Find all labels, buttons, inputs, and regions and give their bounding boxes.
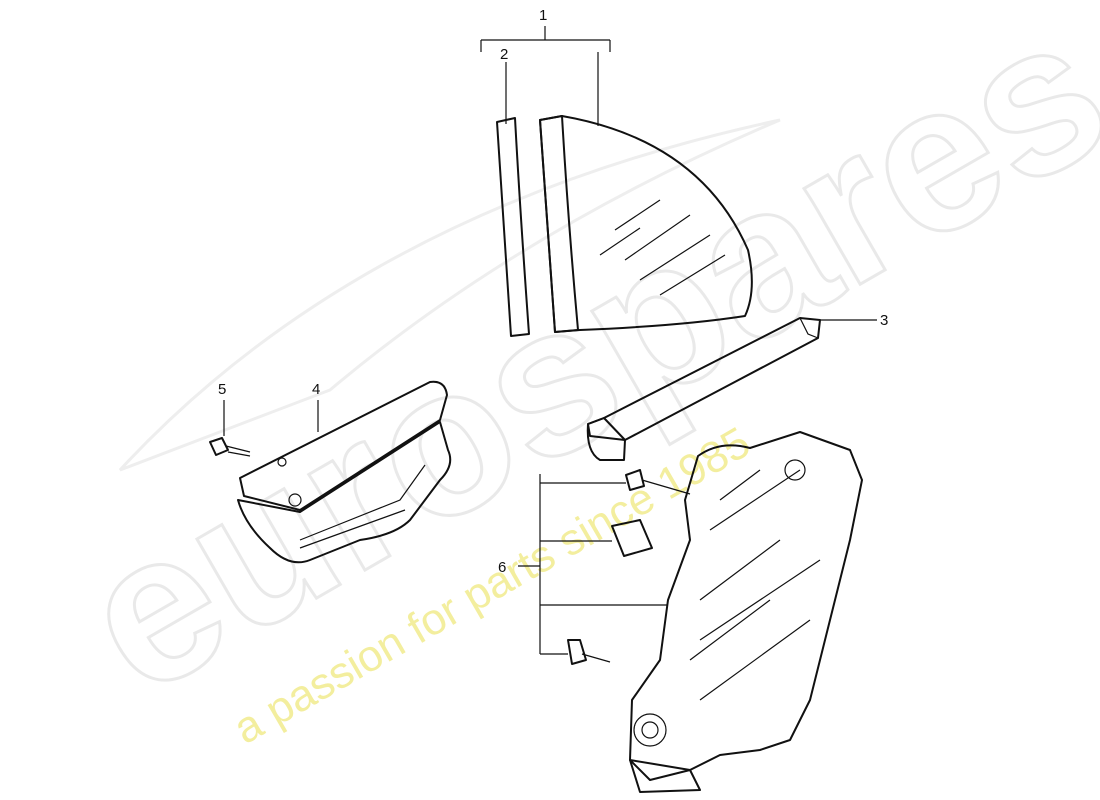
window-regulator: [629, 431, 863, 793]
callout-4: 4: [312, 381, 320, 398]
callout-labels: 1 2 3 4 5 6: [218, 7, 888, 576]
callout-1: 1: [539, 7, 547, 24]
callout-3: 3: [880, 312, 888, 329]
lower-rail-part-3: [586, 317, 821, 461]
quarter-window-part-1: [539, 115, 753, 333]
leader-1: [480, 26, 611, 52]
watermark-swoosh: [118, 118, 781, 472]
trim-bracket-part-4: [237, 380, 452, 564]
callout-2: 2: [500, 46, 508, 63]
seal-strip-part-2: [496, 117, 530, 337]
fasteners-group-6: [567, 469, 691, 665]
callout-6: 6: [498, 559, 506, 576]
callout-5: 5: [218, 381, 226, 398]
leader-lines: [223, 26, 877, 655]
bolt-part-5: [209, 437, 251, 457]
leader-6: [518, 474, 668, 655]
watermark-brand: eurospares: [45, 0, 1100, 739]
